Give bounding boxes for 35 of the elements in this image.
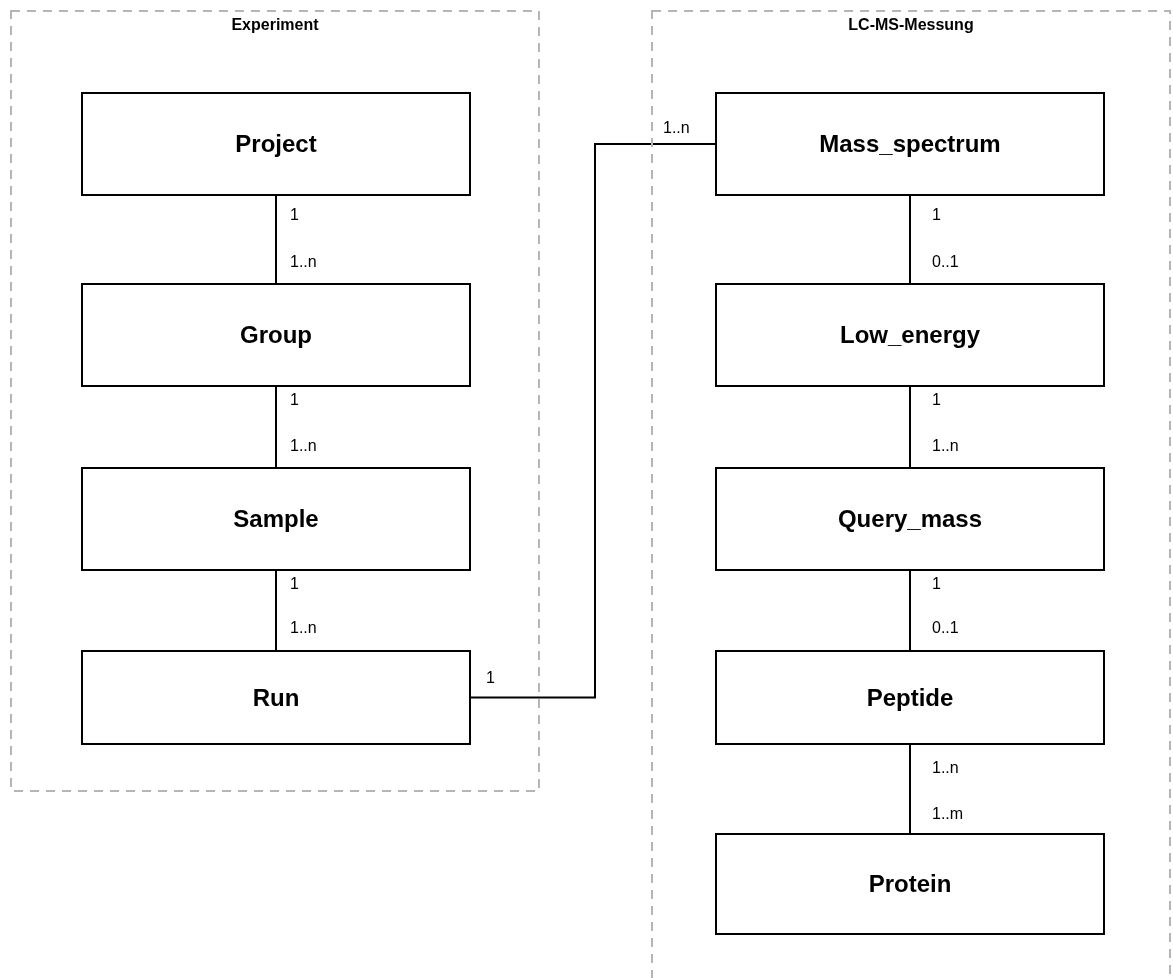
relationship-line [909, 386, 911, 468]
cardinality-label: 1 [290, 575, 299, 593]
entity-box: Mass_spectrum [715, 92, 1105, 196]
entity-box: Project [81, 92, 471, 196]
entity-box: Group [81, 283, 471, 387]
cardinality-label: 1 [290, 206, 299, 224]
cardinality-label: 1..n [290, 619, 317, 637]
cardinality-label: 1 [932, 575, 941, 593]
entity-box: Sample [81, 467, 471, 571]
cardinality-label: 1..n [932, 437, 959, 455]
cardinality-label: 1 [932, 206, 941, 224]
cardinality-label: 1..n [290, 437, 317, 455]
cardinality-label: 1..n [290, 253, 317, 271]
cardinality-label: 0..1 [932, 253, 959, 271]
cardinality-label: 1..m [932, 805, 964, 823]
relationship-line [470, 143, 716, 699]
entity-box: Peptide [715, 650, 1105, 745]
relationship-line [275, 386, 277, 468]
cardinality-label: 0..1 [932, 619, 959, 637]
cardinality-label: 1..n [932, 759, 959, 777]
cardinality-label: 1 [486, 669, 495, 687]
group-title: LC-MS-Messung [847, 16, 975, 34]
relationship-line [909, 570, 911, 651]
entity-box: Run [81, 650, 471, 745]
entity-box: Protein [715, 833, 1105, 935]
relationship-line [275, 195, 277, 284]
entity-box: Low_energy [715, 283, 1105, 387]
relationship-line [909, 195, 911, 284]
group-title: Experiment [230, 16, 320, 34]
cardinality-label: 1 [290, 391, 299, 409]
relationship-line [909, 744, 911, 834]
cardinality-label: 1..n [663, 119, 690, 137]
relationship-line [275, 570, 277, 651]
cardinality-label: 1 [932, 391, 941, 409]
entity-box: Query_mass [715, 467, 1105, 571]
